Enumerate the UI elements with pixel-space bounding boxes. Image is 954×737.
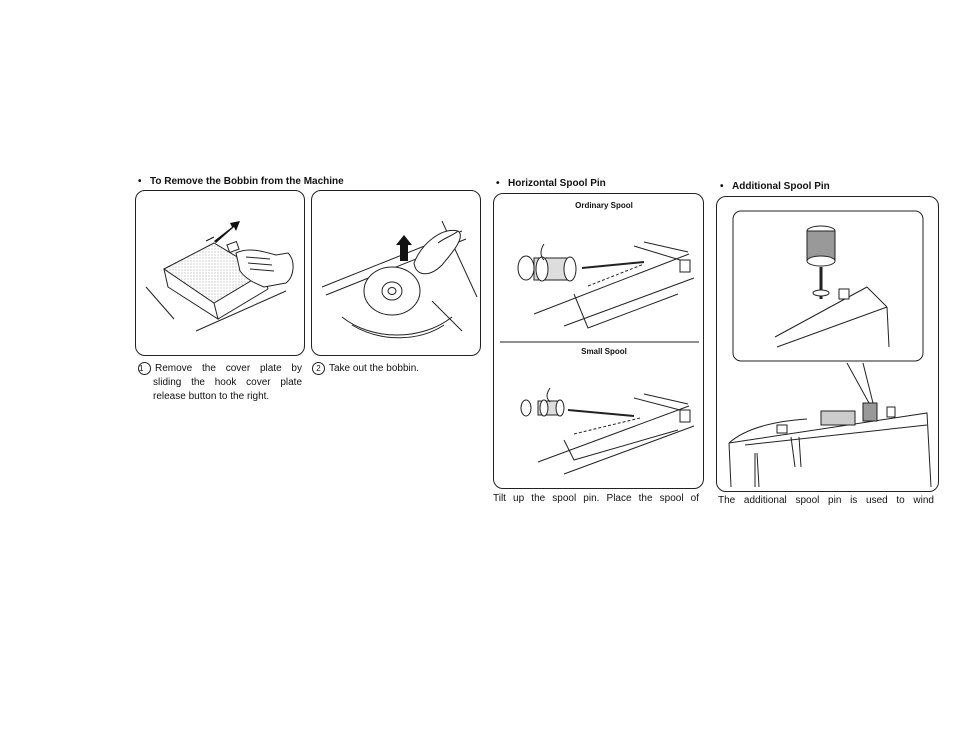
step2-number: 2 xyxy=(312,362,325,375)
ordinary-spool-label: Ordinary Spool xyxy=(575,201,633,210)
step1-line1-text: Remove the cover plate by xyxy=(155,363,302,374)
cover-plate-drawing xyxy=(136,191,305,356)
horizontal-caption: Tilt up the spool pin. Place the spool o… xyxy=(493,492,699,506)
step2-text: Take out the bobbin. xyxy=(329,363,419,374)
additional-caption: The additional spool pin is used to wind xyxy=(718,494,934,508)
small-spool-label: Small Spool xyxy=(581,347,627,356)
step1-line1: 1 Remove the cover plate by xyxy=(138,362,302,376)
step1-line3: release button to the right. xyxy=(153,390,302,404)
spool-pin-illustration: Ordinary Spool Small Spool xyxy=(493,193,704,489)
horizontal-heading-text: Horizontal Spool Pin xyxy=(508,178,606,189)
bobbin-heading-text: To Remove the Bobbin from the Machine xyxy=(150,176,344,187)
spool-pin-drawing xyxy=(494,194,704,489)
bullet: • xyxy=(720,181,732,192)
additional-spool-illustration xyxy=(716,196,939,492)
additional-spool-drawing xyxy=(717,197,939,492)
additional-heading-text: Additional Spool Pin xyxy=(732,181,830,192)
step1-line2: sliding the hook cover plate xyxy=(153,376,302,390)
additional-heading: •Additional Spool Pin xyxy=(720,181,830,192)
bobbin-removal-drawing xyxy=(312,191,481,356)
horizontal-heading: •Horizontal Spool Pin xyxy=(496,178,606,189)
step1-number: 1 xyxy=(138,362,151,375)
cover-plate-illustration xyxy=(135,190,305,356)
bullet: • xyxy=(496,178,508,189)
step2-caption: 2 Take out the bobbin. xyxy=(312,362,482,376)
bobbin-removal-illustration xyxy=(311,190,481,356)
bobbin-heading: •To Remove the Bobbin from the Machine xyxy=(138,176,344,187)
bullet: • xyxy=(138,176,150,187)
